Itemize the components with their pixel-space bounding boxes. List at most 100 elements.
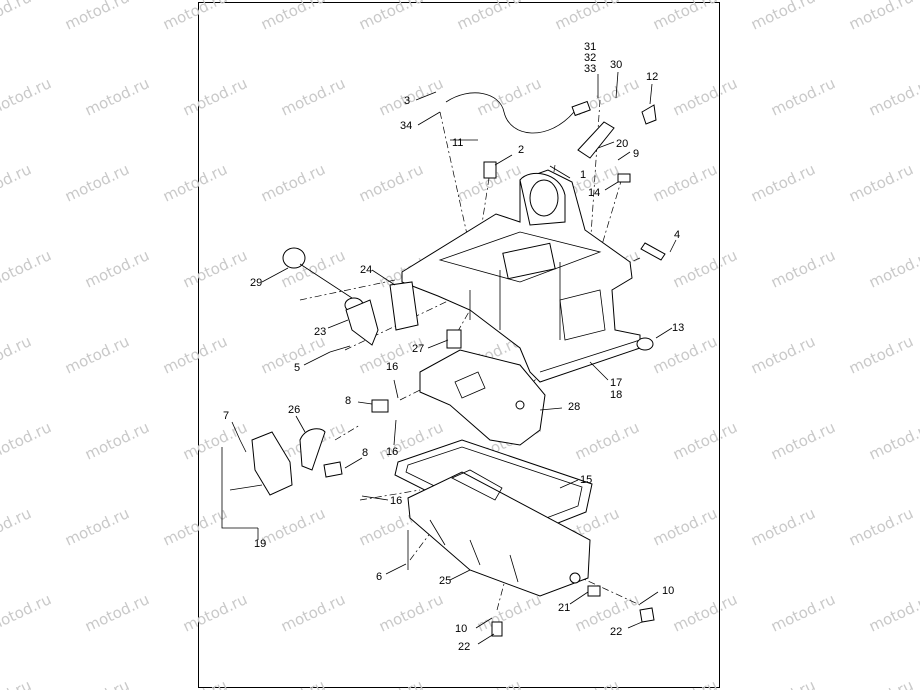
watermark-text: motod.ru <box>62 504 132 549</box>
callout-24: 24 <box>360 264 372 276</box>
transmission-housing <box>401 169 641 383</box>
watermark-text: motod.ru <box>356 160 426 205</box>
drain-plug-22b <box>639 607 655 623</box>
leader-lines <box>231 71 677 645</box>
watermark-text: motod.ru <box>650 160 720 205</box>
callout-16a: 16 <box>386 361 398 373</box>
watermark-text: motod.ru <box>572 590 642 635</box>
watermark-text: motod.ru <box>866 74 920 119</box>
watermark-text: motod.ru <box>748 676 818 690</box>
callout-5: 5 <box>294 362 300 374</box>
watermark-text: motod.ru <box>650 0 720 34</box>
callout-22b: 22 <box>458 641 470 653</box>
watermark-text: motod.ru <box>650 676 720 690</box>
watermark-text: motod.ru <box>0 246 54 291</box>
watermark-text: motod.ru <box>160 0 230 34</box>
watermark-text: motod.ru <box>62 160 132 205</box>
watermark-text: motod.ru <box>748 504 818 549</box>
callout-19: 19 <box>254 538 266 550</box>
watermark-text: motod.ru <box>670 246 740 291</box>
watermark-text: motod.ru <box>160 160 230 205</box>
watermark-text: motod.ru <box>768 246 838 291</box>
parts <box>221 92 666 637</box>
watermark-text: motod.ru <box>572 418 642 463</box>
bolt-4 <box>640 242 666 261</box>
bushing-13 <box>636 337 654 351</box>
watermark-text: motod.ru <box>82 246 152 291</box>
watermark-text: motod.ru <box>82 590 152 635</box>
callout-13: 13 <box>672 322 684 334</box>
watermark-text: motod.ru <box>552 0 622 34</box>
watermark-text: motod.ru <box>474 74 544 119</box>
breather <box>483 161 497 179</box>
watermark-text: motod.ru <box>160 676 230 690</box>
callout-10a: 10 <box>662 585 674 597</box>
watermark-text: motod.ru <box>180 246 250 291</box>
fitting-14 <box>617 173 631 183</box>
callout-6: 6 <box>376 571 382 583</box>
watermark-text: motod.ru <box>768 590 838 635</box>
filler-tube <box>344 297 379 346</box>
watermark-text: motod.ru <box>670 590 740 635</box>
screw-5 <box>329 345 351 353</box>
oil-pan <box>407 469 591 597</box>
watermark-text: motod.ru <box>866 590 920 635</box>
screw-7 <box>239 439 247 453</box>
watermark-text: motod.ru <box>62 0 132 34</box>
callout-18: 18 <box>610 389 622 401</box>
watermark-text: motod.ru <box>670 418 740 463</box>
sensor-cable <box>445 92 575 134</box>
callout-32: 32 <box>584 52 596 64</box>
watermark-text: motod.ru <box>454 676 524 690</box>
watermark-text: motod.ru <box>0 74 54 119</box>
watermark-text: motod.ru <box>552 676 622 690</box>
callout-30: 30 <box>610 59 622 71</box>
callout-22a: 22 <box>610 626 622 638</box>
watermark-text: motod.ru <box>180 590 250 635</box>
callout-labels: 1 2 3 4 5 6 7 8 8 9 10 10 11 12 13 14 15… <box>223 41 684 653</box>
watermark-text: motod.ru <box>0 0 34 34</box>
hose-upper <box>577 121 615 159</box>
callout-2: 2 <box>518 144 524 156</box>
watermark-text: motod.ru <box>258 160 328 205</box>
callout-9: 9 <box>633 148 639 160</box>
watermark-text: motod.ru <box>82 74 152 119</box>
bracket <box>389 281 419 331</box>
callout-27: 27 <box>412 343 424 355</box>
watermark-text: motod.ru <box>670 74 740 119</box>
switch-connector <box>571 100 591 117</box>
callout-26: 26 <box>288 404 300 416</box>
callout-31: 31 <box>584 41 596 53</box>
callout-28: 28 <box>568 401 580 413</box>
watermark-text: motod.ru <box>748 332 818 377</box>
bracket-assembly <box>221 431 293 529</box>
watermark-text: motod.ru <box>278 74 348 119</box>
watermark-text: motod.ru <box>278 590 348 635</box>
watermark-text: motod.ru <box>866 418 920 463</box>
callout-17: 17 <box>610 377 622 389</box>
clamp-8b <box>323 461 343 478</box>
watermark-text: motod.ru <box>356 676 426 690</box>
watermark-text: motod.ru <box>474 590 544 635</box>
callout-29: 29 <box>250 277 262 289</box>
callout-16c: 16 <box>390 495 402 507</box>
watermark-text: motod.ru <box>0 676 34 690</box>
watermark-text: motod.ru <box>0 418 54 463</box>
callout-23: 23 <box>314 326 326 338</box>
callout-14: 14 <box>588 187 600 199</box>
watermark-text: motod.ru <box>180 418 250 463</box>
watermark-text: motod.ru <box>0 160 34 205</box>
watermark-text: motod.ru <box>846 504 916 549</box>
callout-34: 34 <box>400 120 412 132</box>
callout-11: 11 <box>452 137 463 149</box>
watermark-text: motod.ru <box>82 418 152 463</box>
watermark-text: motod.ru <box>62 676 132 690</box>
callout-33: 33 <box>584 63 596 75</box>
watermark-text: motod.ru <box>650 332 720 377</box>
watermark-text: motod.ru <box>62 332 132 377</box>
watermark-text: motod.ru <box>748 160 818 205</box>
hose-26 <box>299 428 326 471</box>
callout-1: 1 <box>580 169 586 181</box>
watermark-text: motod.ru <box>160 332 230 377</box>
